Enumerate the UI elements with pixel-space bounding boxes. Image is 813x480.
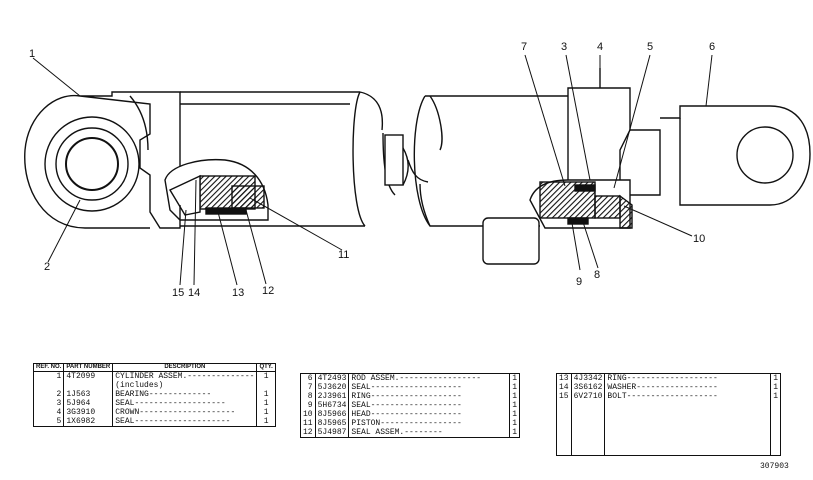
left-cutaway <box>164 158 269 221</box>
leader-lines <box>32 54 713 286</box>
callout-9: 9 <box>576 276 582 288</box>
callout-11: 11 <box>338 249 349 261</box>
cylinder-eye <box>24 91 350 229</box>
table-row-empty <box>556 401 781 456</box>
callout-15: 15 <box>172 287 184 299</box>
header-qty: QTY. <box>256 363 276 372</box>
rod-assembly <box>407 68 811 265</box>
header-description: DESCRIPTION <box>112 363 258 372</box>
callout-12: 12 <box>262 285 274 297</box>
callout-8: 8 <box>594 269 600 281</box>
header-part-number: PART NUMBER <box>63 363 114 372</box>
cylinder-barrel <box>180 91 409 227</box>
callout-10: 10 <box>693 233 705 245</box>
drawing-number: 307903 <box>760 462 789 471</box>
callout-6: 6 <box>709 41 715 53</box>
callout-7: 7 <box>521 41 527 53</box>
callout-14: 14 <box>188 287 200 299</box>
table-row: (includes) <box>32 381 276 390</box>
callout-13: 13 <box>232 287 244 299</box>
right-cutaway <box>529 179 633 229</box>
callout-1: 1 <box>29 48 35 60</box>
callout-4: 4 <box>597 41 603 53</box>
callout-2: 2 <box>44 261 50 273</box>
header-ref-no: REF. NO. <box>32 363 65 372</box>
callout-3: 3 <box>561 41 567 53</box>
callout-5: 5 <box>647 41 653 53</box>
